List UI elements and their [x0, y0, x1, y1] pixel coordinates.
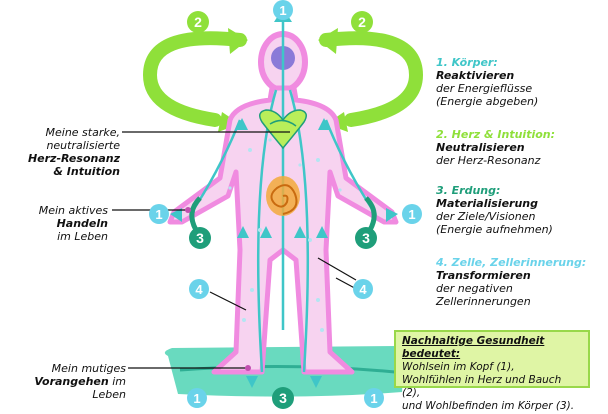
svg-text:1: 1: [193, 391, 200, 406]
svg-text:4: 4: [195, 282, 203, 297]
legend-item-cells: 4. Zelle, Zellerinnerung: Transformieren…: [436, 256, 587, 308]
svg-text:2: 2: [358, 14, 366, 30]
badge-right-2: 2: [351, 11, 373, 33]
badge-left-3: 3: [189, 227, 211, 249]
svg-text:1: 1: [155, 207, 162, 222]
svg-text:2: 2: [194, 14, 202, 30]
summary-title: Nachhaltige Gesundheit bedeutet:: [402, 335, 545, 360]
label-active-action: Mein aktives Handeln im Leben: [38, 204, 108, 243]
summary-line-1: Wohlsein im Kopf (1),: [402, 361, 515, 373]
left-green-arc: [142, 31, 247, 127]
svg-text:1: 1: [279, 3, 286, 18]
cell-dots: [228, 138, 342, 332]
legend-item-heart: 2. Herz & Intuition: Neutralisieren der …: [436, 128, 556, 167]
label-heart-resonance: Meine starke, neutralisierte Herz-Resona…: [27, 126, 120, 178]
svg-text:4: 4: [359, 282, 367, 297]
badge-top-1: 1: [273, 0, 293, 20]
belly-spiral: [266, 176, 300, 216]
badge-bottom-3: 3: [272, 387, 294, 409]
svg-text:3: 3: [196, 230, 204, 246]
svg-text:3: 3: [279, 390, 287, 406]
badge-left-4: 4: [189, 279, 209, 299]
label-courage: Mein mutiges Vorangehen im Leben: [34, 362, 126, 401]
badge-left-2: 2: [187, 11, 209, 33]
summary-line-2: Wohlfühlen in Herz und Bauch (2),: [402, 374, 562, 399]
legend-item-body: 1. Körper: Reaktivieren der Energieflüss…: [436, 56, 539, 108]
svg-text:1: 1: [370, 391, 377, 406]
badge-bottom-left-1: 1: [187, 388, 207, 408]
legend-item-grounding: 3. Erdung: Materialisierung der Ziele/Vi…: [436, 184, 553, 236]
summary-box: Nachhaltige Gesundheit bedeutet: Wohlsei…: [394, 330, 590, 412]
badge-right-3: 3: [355, 227, 377, 249]
svg-text:1: 1: [408, 207, 415, 222]
right-green-arc: [319, 31, 424, 127]
badge-bottom-right-1: 1: [364, 388, 384, 408]
summary-line-3: und Wohlbefinden im Körper (3).: [402, 400, 575, 412]
badge-left-hand-1: 1: [149, 204, 169, 224]
svg-text:3: 3: [362, 230, 370, 246]
badge-right-4: 4: [353, 279, 373, 299]
badge-right-hand-1: 1: [402, 204, 422, 224]
